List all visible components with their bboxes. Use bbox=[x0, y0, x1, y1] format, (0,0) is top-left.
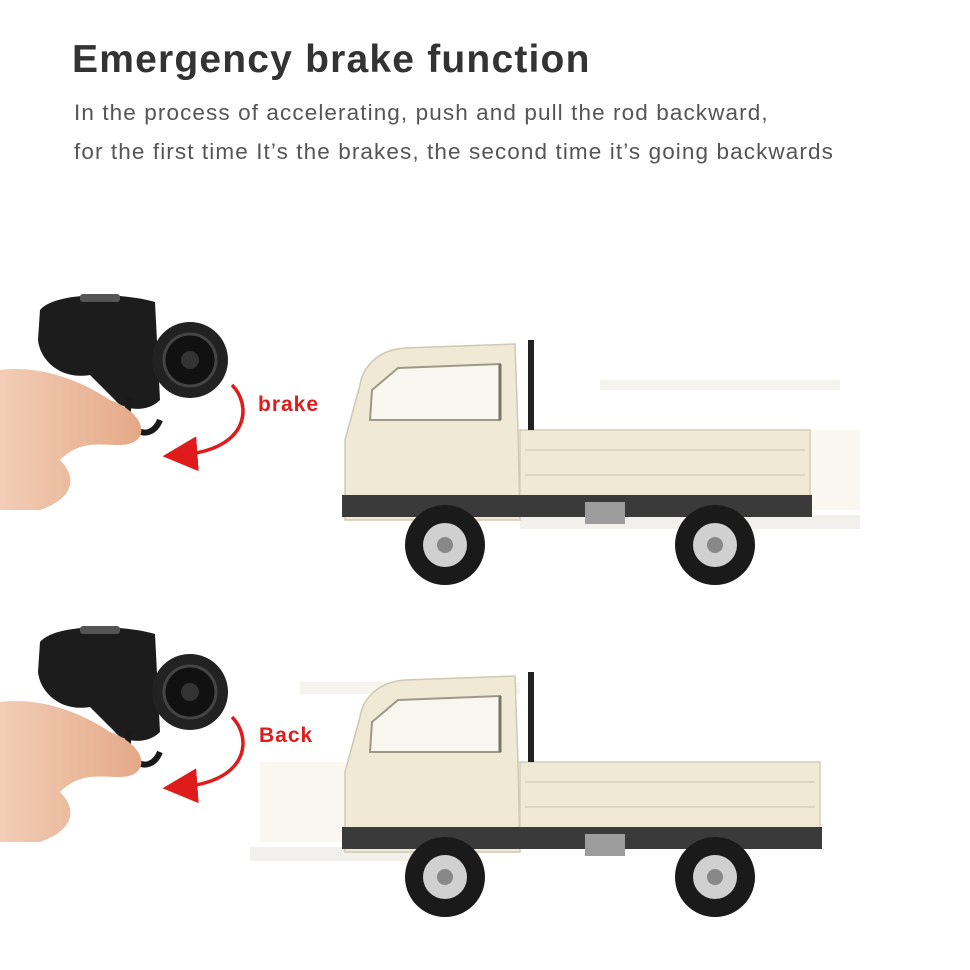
brake-label: brake bbox=[258, 393, 320, 416]
brake-panel: brake bbox=[0, 280, 970, 620]
front-wheel bbox=[405, 505, 485, 585]
rear-wheel bbox=[675, 837, 755, 917]
description-line-1: In the process of accelerating, push and… bbox=[74, 100, 769, 125]
rc-transmitter-icon bbox=[38, 294, 228, 436]
back-panel: Back bbox=[0, 612, 970, 952]
truck-icon bbox=[342, 672, 822, 917]
description-line-2: for the first time It’s the brakes, the … bbox=[74, 139, 834, 164]
brake-illustration bbox=[0, 294, 860, 585]
rear-wheel bbox=[675, 505, 755, 585]
rc-transmitter-icon bbox=[38, 626, 228, 768]
curved-arrow-icon bbox=[162, 383, 245, 472]
truck-icon bbox=[342, 340, 812, 585]
curved-arrow-icon bbox=[162, 715, 245, 804]
front-wheel bbox=[405, 837, 485, 917]
hand bbox=[0, 369, 142, 510]
hand bbox=[0, 701, 142, 842]
back-illustration bbox=[0, 626, 822, 917]
back-label: Back bbox=[259, 724, 314, 747]
page-title: Emergency brake function bbox=[72, 38, 591, 81]
